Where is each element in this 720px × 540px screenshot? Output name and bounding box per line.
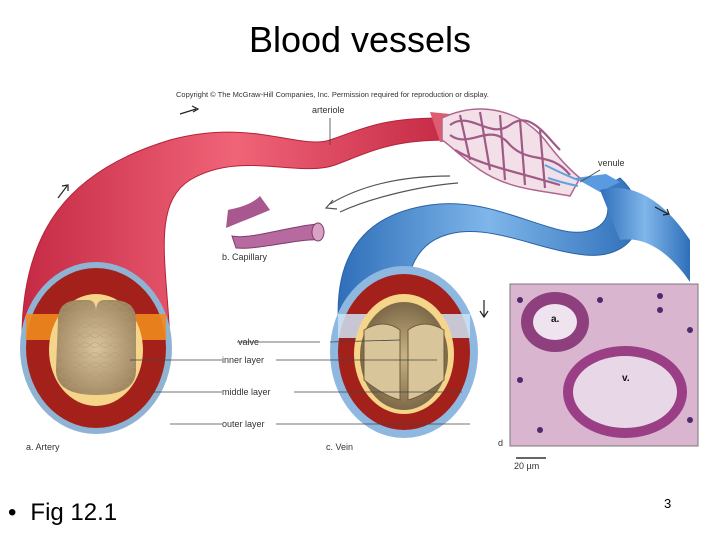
- micrograph-panel: a. v.: [509, 283, 699, 447]
- label-inner-layer: inner layer: [222, 355, 264, 365]
- label-venule: venule: [598, 158, 625, 168]
- label-vein: c. Vein: [326, 442, 353, 452]
- label-capillary: b. Capillary: [222, 252, 268, 262]
- page-number: 3: [664, 496, 672, 511]
- bullet-item: • Fig 12.1: [8, 497, 117, 529]
- capillary-bed: [441, 108, 581, 197]
- micrograph-vein-label: v.: [622, 373, 630, 384]
- vein-cross-section: [330, 266, 478, 438]
- label-valve: valve: [238, 337, 259, 347]
- copyright-text: Copyright © The McGraw-Hill Companies, I…: [176, 90, 489, 99]
- artery-cross-section: [20, 262, 172, 434]
- micrograph-artery-label: a.: [551, 314, 560, 325]
- slide-title: Blood vessels: [248, 19, 472, 60]
- label-artery: a. Artery: [26, 442, 60, 452]
- flow-arrows: [57, 105, 670, 319]
- capillary-illustration: [226, 196, 325, 249]
- label-arteriole: arteriole: [312, 105, 345, 115]
- label-outer-layer: outer layer: [222, 419, 265, 429]
- label-middle-layer: middle layer: [222, 387, 271, 397]
- bullet-text: Fig 12.1: [30, 499, 118, 526]
- label-panel-d: d: [498, 438, 503, 448]
- scale-label: 20 µm: [514, 461, 539, 471]
- leader-lines: [130, 118, 601, 425]
- bullet-dot: •: [8, 499, 17, 526]
